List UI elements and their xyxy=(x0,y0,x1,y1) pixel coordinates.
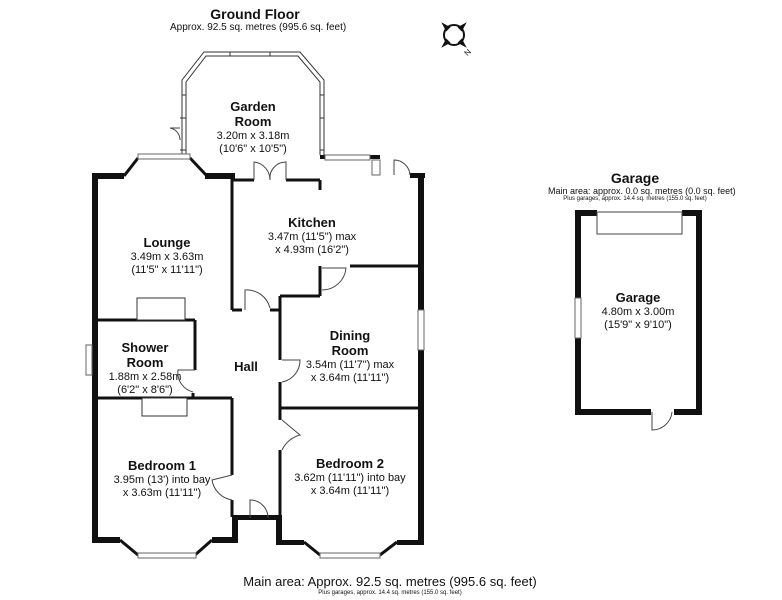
room-garden-room: Garden Room 3.20m x 3.18m (10'6" x 10'5"… xyxy=(203,99,303,155)
room-name: Hall xyxy=(234,359,258,374)
room-hall: Hall xyxy=(226,359,266,375)
room-garage: Garage 4.80m x 3.00m (15'9" x 9'10") xyxy=(588,290,688,331)
room-name: Dining xyxy=(329,328,371,343)
door-swings xyxy=(169,127,673,519)
room-dims-imperial: (15'9" x 9'10") xyxy=(604,318,672,331)
room-dims: 3.95m (13') into bay xyxy=(113,473,211,486)
room-dims: 3.49m x 3.63m xyxy=(130,250,204,263)
room-name: Garden xyxy=(230,99,276,114)
ground-floor-area: Approx. 92.5 sq. metres (995.6 sq. feet) xyxy=(170,22,347,34)
room-dims: 3.47m (11'5") max xyxy=(267,230,357,243)
room-dims: 3.20m x 3.18m xyxy=(216,129,290,142)
footer-plus-garages: Plus garages, approx. 14.4 sq. metres (1… xyxy=(318,589,462,596)
room-lounge: Lounge 3.49m x 3.63m (11'5" x 11'11") xyxy=(117,235,217,276)
room-dims: 3.54m (11'7") max xyxy=(305,358,395,371)
room-dims: 3.62m (11'11") into bay xyxy=(294,471,406,484)
room-shower-room: Shower Room 1.88m x 2.58m (6'2" x 8'6") xyxy=(105,340,185,396)
garden-room-outline xyxy=(180,51,325,155)
room-dims: x 3.63m (11'11") xyxy=(122,486,202,499)
room-name: Room xyxy=(234,113,272,129)
room-dims: x 3.64m (11'11") xyxy=(310,371,390,384)
room-dims: x 3.64m (11'11") xyxy=(310,484,390,497)
room-name: Room xyxy=(331,342,369,358)
garage-header: Garage Main area: approx. 0.0 sq. metres… xyxy=(548,170,736,203)
footer-main-area: Main area: Approx. 92.5 sq. metres (995.… xyxy=(243,574,537,589)
room-dims-imperial: (6'2" x 8'6") xyxy=(117,383,173,396)
room-name: Bedroom 1 xyxy=(128,458,196,473)
room-bedroom-2: Bedroom 2 3.62m (11'11") into bay x 3.64… xyxy=(286,456,414,497)
room-name: Shower xyxy=(121,340,169,355)
room-name: Kitchen xyxy=(288,215,336,230)
ground-floor-header: Ground Floor Approx. 92.5 sq. metres (99… xyxy=(170,6,347,34)
room-dining-room: Dining Room 3.54m (11'7") max x 3.64m (1… xyxy=(300,328,400,384)
room-dims: x 4.93m (16'2") xyxy=(275,243,349,256)
footer: Main area: Approx. 92.5 sq. metres (995.… xyxy=(220,574,560,597)
garage-walls xyxy=(574,210,702,415)
garage-header-plus: Plus garages, approx. 14.4 sq. metres (1… xyxy=(563,196,707,203)
room-name: Garage xyxy=(615,290,661,305)
room-name: Bedroom 2 xyxy=(316,456,384,471)
room-dims-imperial: (11'5" x 11'11") xyxy=(131,263,203,276)
room-bedroom-1: Bedroom 1 3.95m (13') into bay x 3.63m (… xyxy=(102,458,222,499)
compass-icon xyxy=(441,22,467,48)
room-kitchen: Kitchen 3.47m (11'5") max x 4.93m (16'2"… xyxy=(262,215,362,256)
room-dims: 4.80m x 3.00m xyxy=(601,305,675,318)
interior-walls xyxy=(95,225,420,540)
garage-header-area: Main area: approx. 0.0 sq. metres (0.0 s… xyxy=(548,186,736,197)
room-dims: 1.88m x 2.58m xyxy=(108,370,182,383)
garage-header-title: Garage xyxy=(610,170,660,186)
ground-floor-title: Ground Floor xyxy=(210,6,300,22)
windows xyxy=(85,153,425,559)
room-name: Room xyxy=(126,354,164,370)
room-dims-imperial: (10'6" x 10'5") xyxy=(219,142,287,155)
room-name: Lounge xyxy=(143,235,191,250)
